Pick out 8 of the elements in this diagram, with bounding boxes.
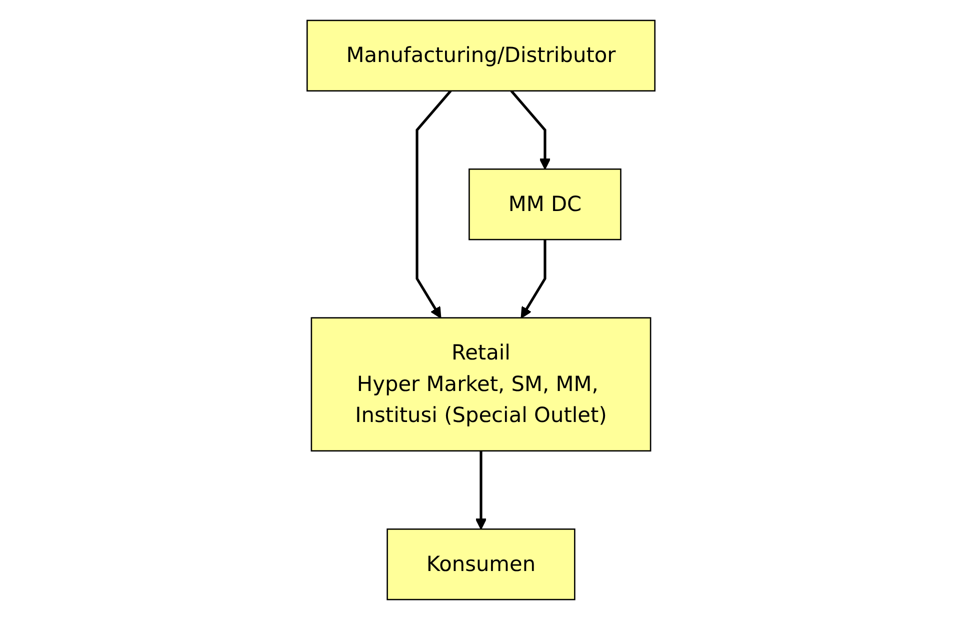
arrow [520,240,546,318]
arrow [510,90,551,170]
arrow [416,90,452,318]
node-box: Retail Hyper Market, SM, MM, Institusi (Special Outlet) [310,317,652,452]
node-box: Manufacturing/Distributor [306,20,656,92]
node-box: Konsumen [386,528,576,600]
arrow [475,450,487,530]
node-box: MM DC [468,168,622,240]
